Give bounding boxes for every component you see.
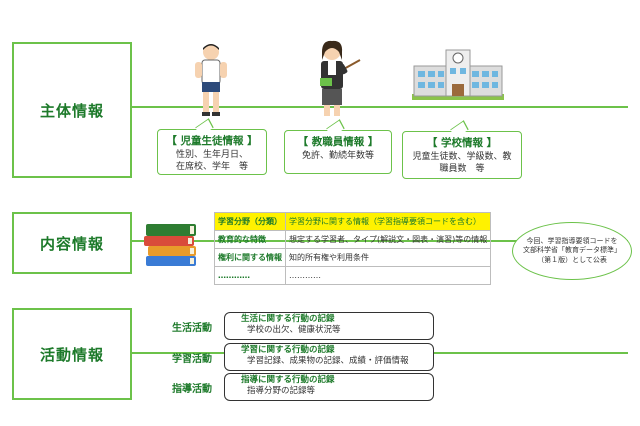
- bubble-tail: [450, 120, 469, 139]
- content-value-cell: …………: [284, 266, 492, 285]
- student-info-line-1: 性別、生年月日、: [175, 150, 248, 160]
- activity-record-title: 生活に関する行動の記録: [241, 314, 335, 324]
- activity-label: 指導活動: [172, 384, 212, 395]
- activity-label: 生活活動: [172, 323, 212, 334]
- content-key-cell: 権利に関する情報: [214, 248, 286, 267]
- activity-record-detail: 学習記録、成果物の記録、成績・評価情報: [247, 356, 409, 366]
- activity-record-title: 学習に関する行動の記録: [241, 345, 335, 355]
- student-info-line-2: 在席校、学年 等: [175, 162, 248, 172]
- category-subject: 主体情報: [12, 42, 132, 178]
- content-table-row: ……………………: [214, 266, 492, 285]
- content-key-cell: 学習分野（分類）: [214, 212, 286, 231]
- teacher-illustration-icon: [320, 40, 361, 116]
- category-activity: 活動情報: [12, 308, 132, 400]
- student-info-bubble: 【 児童生徒情報 】 性別、生年月日、 在席校、学年 等: [157, 118, 267, 175]
- teacher-info-title: 【 教職員情報 】: [297, 136, 379, 148]
- activity-record-box: 指導に関する行動の記録指導分野の記録等: [224, 373, 434, 401]
- content-value-cell: 学習分野に関する情報（学習指導要領コードを含む）: [284, 212, 492, 231]
- school-info-title: 【 学校情報 】: [426, 137, 498, 149]
- bubble-tail: [195, 118, 214, 137]
- content-table-row: 教育的な特徴想定する学習者、タイプ(解説文・図表・演習)等の情報: [214, 230, 492, 249]
- student-info-title: 【 児童生徒情報 】: [166, 135, 258, 147]
- code-announcement-note: 今回、学習指導要領コードを 文部科学省「教育データ標準」 （第１版）として公表: [512, 222, 632, 280]
- school-info-bubble: 【 学校情報 】 児童生徒数、学級数、教 職員数 等: [402, 120, 522, 179]
- content-key-cell: …………: [214, 266, 286, 285]
- student-illustration-icon: [195, 44, 227, 116]
- teacher-info-line-1: 免許、勤続年数等: [301, 151, 374, 161]
- activity-record-detail: 学校の出欠、健康状況等: [247, 325, 341, 335]
- activity-record-box: 生活に関する行動の記録学校の出欠、健康状況等: [224, 312, 434, 340]
- school-info-line-1: 児童生徒数、学級数、教: [412, 152, 512, 162]
- content-info-table: 学習分野（分類）学習分野に関する情報（学習指導要領コードを含む）教育的な特徴想定…: [214, 212, 492, 285]
- activity-label: 学習活動: [172, 354, 212, 365]
- content-key-cell: 教育的な特徴: [214, 230, 286, 249]
- category-content: 内容情報: [12, 212, 132, 274]
- school-info-line-2: 職員数 等: [439, 164, 485, 174]
- activity-record-box: 学習に関する行動の記録学習記録、成果物の記録、成績・評価情報: [224, 343, 434, 371]
- content-value-cell: 知的所有権や利用条件: [284, 248, 492, 267]
- note-line-2: 文部科学省「教育データ標準」: [523, 246, 621, 255]
- section-line-subject: [128, 106, 628, 108]
- school-building-illustration-icon: [412, 49, 504, 100]
- note-line-1: 今回、学習指導要領コードを: [526, 236, 618, 245]
- content-value-cell: 想定する学習者、タイプ(解説文・図表・演習)等の情報: [284, 230, 492, 249]
- note-line-3: （第１版）として公表: [537, 255, 607, 264]
- activity-record-detail: 指導分野の記録等: [247, 386, 316, 396]
- content-table-row: 権利に関する情報知的所有権や利用条件: [214, 248, 492, 267]
- teacher-info-bubble: 【 教職員情報 】 免許、勤続年数等: [284, 119, 392, 174]
- bubble-tail: [326, 119, 345, 138]
- activity-record-title: 指導に関する行動の記録: [241, 375, 335, 385]
- books-illustration-icon: [144, 224, 196, 266]
- content-table-row: 学習分野（分類）学習分野に関する情報（学習指導要領コードを含む）: [214, 212, 492, 231]
